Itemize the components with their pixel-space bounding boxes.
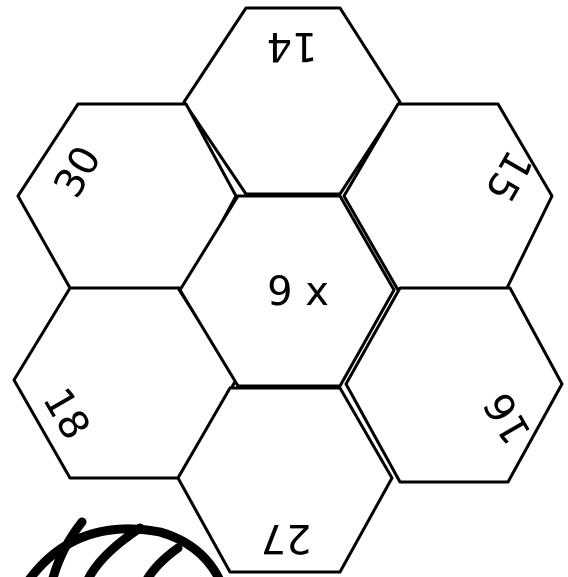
ball-icon	[22, 522, 222, 577]
center-label: 9 x	[267, 269, 329, 315]
hex-label-top: 14	[267, 23, 318, 69]
hex-label-bottom: 27	[261, 515, 312, 561]
